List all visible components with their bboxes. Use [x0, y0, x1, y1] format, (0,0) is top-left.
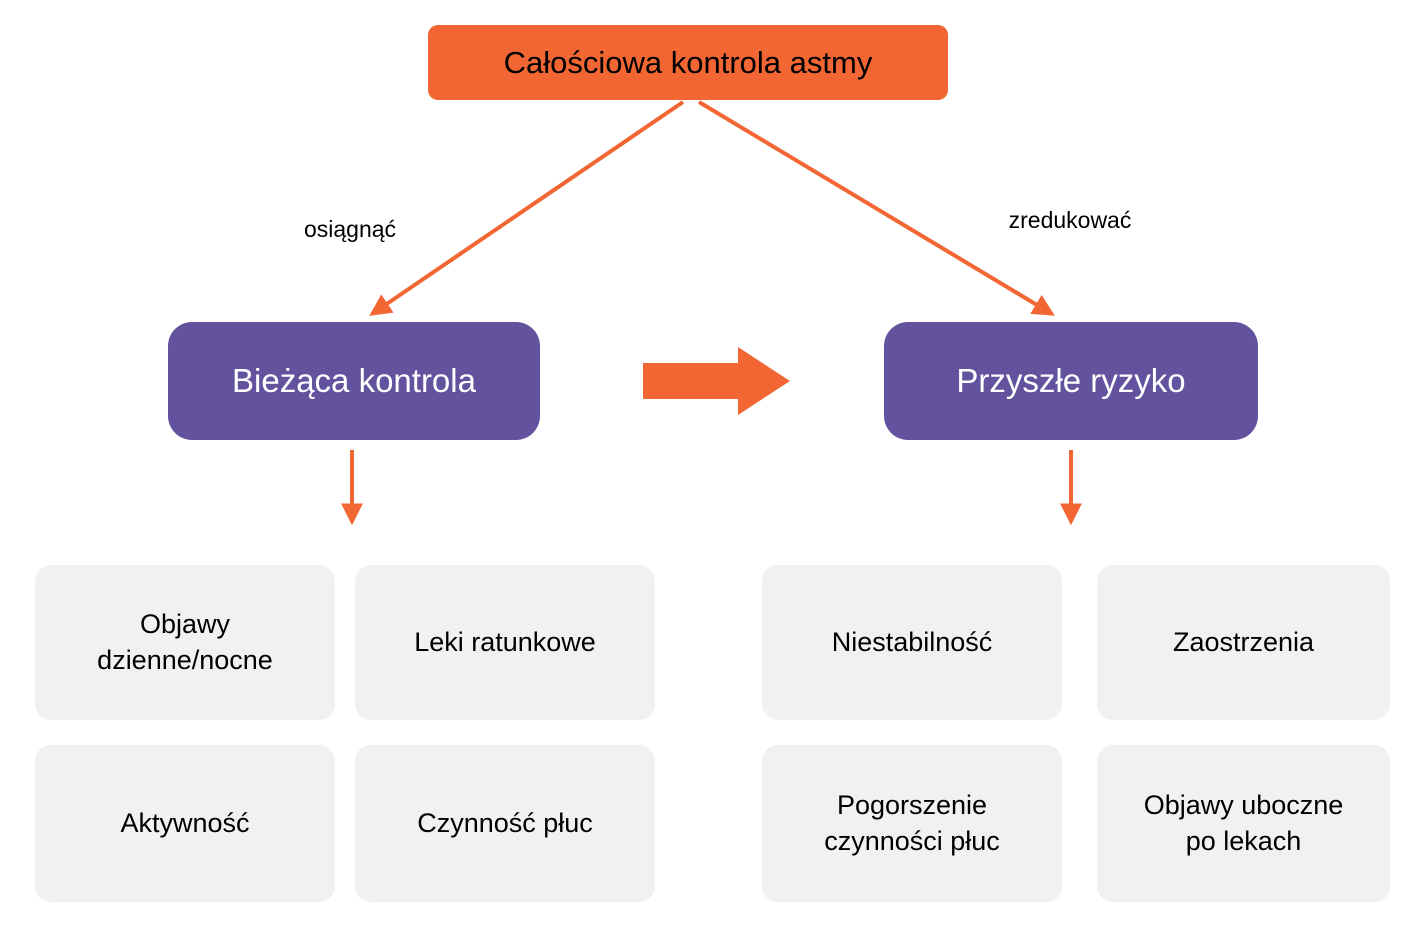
leaf-exacerbations: Zaostrzenia	[1097, 565, 1390, 720]
block-arrow-right-icon	[643, 347, 790, 415]
leaf-rescue-medication: Leki ratunkowe	[355, 565, 655, 720]
current-control-node: Bieżąca kontrola	[168, 322, 540, 440]
leaf-medication-side-effects: Objawy uboczne po lekach	[1097, 745, 1390, 902]
left-branch-label: osiągnąć	[303, 216, 397, 242]
edge-title-to-left-icon	[369, 100, 685, 316]
right-branch-label: zredukować	[1008, 207, 1132, 233]
future-risk-node: Przyszłe ryzyko	[884, 322, 1258, 440]
leaf-instability: Niestabilność	[762, 565, 1062, 720]
root-node-title: Całościowa kontrola astmy	[428, 25, 948, 100]
leaf-symptoms-day-night: Objawy dzienne/nocne	[35, 565, 335, 720]
leaf-activity: Aktywność	[35, 745, 335, 902]
leaf-lung-function-decline: Pogorszenie czynności płuc	[762, 745, 1062, 902]
leaf-lung-function: Czynność płuc	[355, 745, 655, 902]
